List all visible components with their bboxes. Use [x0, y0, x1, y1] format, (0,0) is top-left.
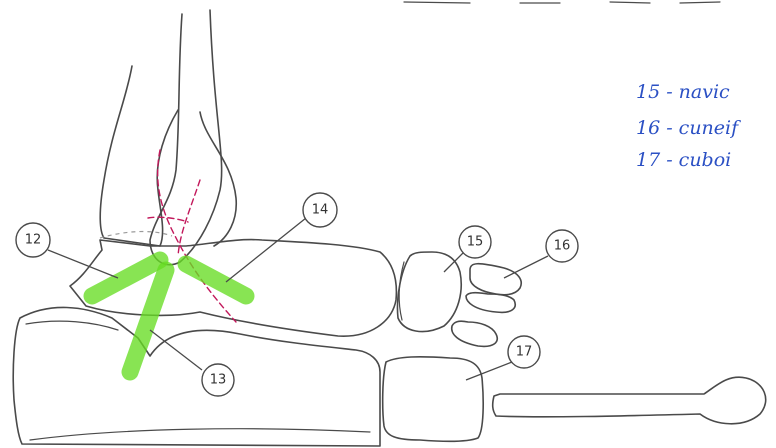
- legend-line-15: 15 - navic: [636, 81, 730, 103]
- legend: 15 - navic 16 - cuneif 17 - cuboi: [636, 81, 741, 171]
- cuboid: [383, 357, 484, 442]
- callout-15-label: 15: [467, 235, 484, 250]
- callout-16-label: 16: [554, 239, 571, 254]
- ligament-13: [130, 270, 166, 372]
- callout-14-label: 14: [312, 203, 329, 218]
- callout-13-label: 13: [210, 373, 227, 388]
- metatarsal: [493, 377, 766, 424]
- callout-17-label: 17: [516, 345, 533, 360]
- leader-17: [466, 362, 512, 380]
- callout-16: 16: [546, 230, 578, 262]
- callout-13: 13: [202, 364, 234, 396]
- cuneiform-3: [452, 321, 497, 346]
- fracture-line-a: [158, 150, 236, 322]
- leader-14: [226, 218, 306, 282]
- calcaneus: [13, 307, 380, 446]
- calcaneus-inner-line: [26, 321, 118, 330]
- tibia: [100, 66, 178, 246]
- legend-line-17: 17 - cuboi: [636, 149, 731, 171]
- callout-12: 12: [16, 223, 50, 257]
- cuneiform-2: [466, 293, 515, 313]
- leader-16: [504, 256, 548, 278]
- calcaneus-plantar-line: [30, 429, 370, 440]
- cuneiform-1: [470, 264, 521, 295]
- legend-line-16: 16 - cuneif: [636, 117, 741, 139]
- callout-17: 17: [508, 336, 540, 368]
- ligament-14: [186, 264, 246, 296]
- callout-12-label: 12: [25, 233, 42, 248]
- top-edge-scribble: [404, 2, 720, 3]
- callout-14: 14: [303, 193, 337, 227]
- tibia-posterior-edge: [200, 112, 236, 246]
- talus-dashed-contour: [100, 232, 172, 238]
- callout-15: 15: [459, 226, 491, 258]
